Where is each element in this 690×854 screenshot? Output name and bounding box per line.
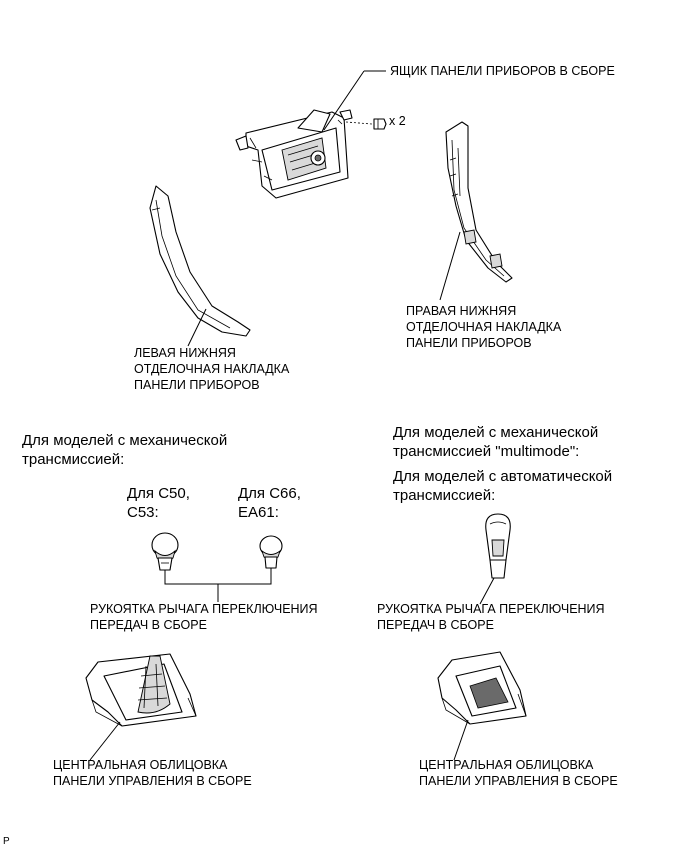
right-trim-line-2: ОТДЕЛОЧНАЯ НАКЛАДКА bbox=[406, 320, 562, 334]
shift-knob-auto bbox=[485, 513, 511, 579]
console-left-line-1: ЦЕНТРАЛЬНАЯ ОБЛИЦОВКА bbox=[53, 758, 228, 772]
left-trim-line-1: ЛЕВАЯ НИЖНЯЯ bbox=[134, 346, 236, 360]
c66-line-2: EA61: bbox=[238, 504, 279, 521]
glove-box-assembly bbox=[235, 109, 353, 199]
console-left-label: ЦЕНТРАЛЬНАЯ ОБЛИЦОВКА ПАНЕЛИ УПРАВЛЕНИЯ … bbox=[53, 757, 252, 789]
console-panel-right bbox=[437, 651, 527, 725]
shift-knob-right-label: РУКОЯТКА РЫЧАГА ПЕРЕКЛЮЧЕНИЯ ПЕРЕДАЧ В С… bbox=[377, 601, 605, 633]
c50-line-1: Для C50, bbox=[127, 485, 190, 502]
right-lower-finish-panel bbox=[445, 121, 513, 283]
console-left-line-2: ПАНЕЛИ УПРАВЛЕНИЯ В СБОРЕ bbox=[53, 774, 252, 788]
manual-header-line-2: трансмиссией: bbox=[22, 451, 125, 468]
knob-right-line-1: РУКОЯТКА РЫЧАГА ПЕРЕКЛЮЧЕНИЯ bbox=[377, 602, 605, 616]
auto-header-line-2: трансмиссией: bbox=[393, 487, 496, 504]
left-lower-finish-panel bbox=[149, 185, 251, 337]
console-panel-left bbox=[85, 653, 197, 727]
knob-left-line-1: РУКОЯТКА РЫЧАГА ПЕРЕКЛЮЧЕНИЯ bbox=[90, 602, 318, 616]
c50-line-2: C53: bbox=[127, 504, 159, 521]
left-trim-line-2: ОТДЕЛОЧНАЯ НАКЛАДКА bbox=[134, 362, 290, 376]
shift-knob-c50 bbox=[151, 532, 179, 571]
console-right-line-1: ЦЕНТРАЛЬНАЯ ОБЛИЦОВКА bbox=[419, 758, 594, 772]
console-right-label: ЦЕНТРАЛЬНАЯ ОБЛИЦОВКА ПАНЕЛИ УПРАВЛЕНИЯ … bbox=[419, 757, 618, 789]
auto-header-line-1: Для моделей с автоматической bbox=[393, 468, 613, 485]
shift-knob-c66 bbox=[259, 535, 283, 569]
c50-model-label: Для C50, C53: bbox=[127, 484, 190, 522]
knob-right-line-2: ПЕРЕДАЧ В СБОРЕ bbox=[377, 618, 494, 632]
left-trim-label: ЛЕВАЯ НИЖНЯЯ ОТДЕЛОЧНАЯ НАКЛАДКА ПАНЕЛИ … bbox=[134, 345, 289, 393]
manual-transmission-header: Для моделей с механической трансмиссией: bbox=[22, 431, 227, 469]
knob-left-line-2: ПЕРЕДАЧ В СБОРЕ bbox=[90, 618, 207, 632]
manual-header-line-1: Для моделей с механической bbox=[22, 432, 228, 449]
right-trim-line-3: ПАНЕЛИ ПРИБОРОВ bbox=[406, 336, 532, 350]
multimode-header-line-2: трансмиссией "multimode": bbox=[393, 443, 580, 460]
c66-model-label: Для C66, EA61: bbox=[238, 484, 301, 522]
clip-icon bbox=[345, 118, 387, 130]
multimode-header-line-1: Для моделей с механической bbox=[393, 424, 599, 441]
quantity-label: x 2 bbox=[389, 114, 406, 128]
right-trim-label: ПРАВАЯ НИЖНЯЯ ОТДЕЛОЧНАЯ НАКЛАДКА ПАНЕЛИ… bbox=[406, 303, 561, 351]
right-trim-line-1: ПРАВАЯ НИЖНЯЯ bbox=[406, 304, 517, 318]
multimode-header: Для моделей с механической трансмиссией … bbox=[393, 423, 598, 461]
automatic-transmission-header: Для моделей с автоматической трансмиссие… bbox=[393, 467, 612, 505]
console-right-line-2: ПАНЕЛИ УПРАВЛЕНИЯ В СБОРЕ bbox=[419, 774, 618, 788]
c66-line-1: Для C66, bbox=[238, 485, 301, 502]
left-trim-line-3: ПАНЕЛИ ПРИБОРОВ bbox=[134, 378, 260, 392]
shift-knob-left-label: РУКОЯТКА РЫЧАГА ПЕРЕКЛЮЧЕНИЯ ПЕРЕДАЧ В С… bbox=[90, 601, 318, 633]
corner-mark: P bbox=[3, 836, 10, 847]
glove-box-label: ЯЩИК ПАНЕЛИ ПРИБОРОВ В СБОРЕ bbox=[390, 64, 615, 78]
